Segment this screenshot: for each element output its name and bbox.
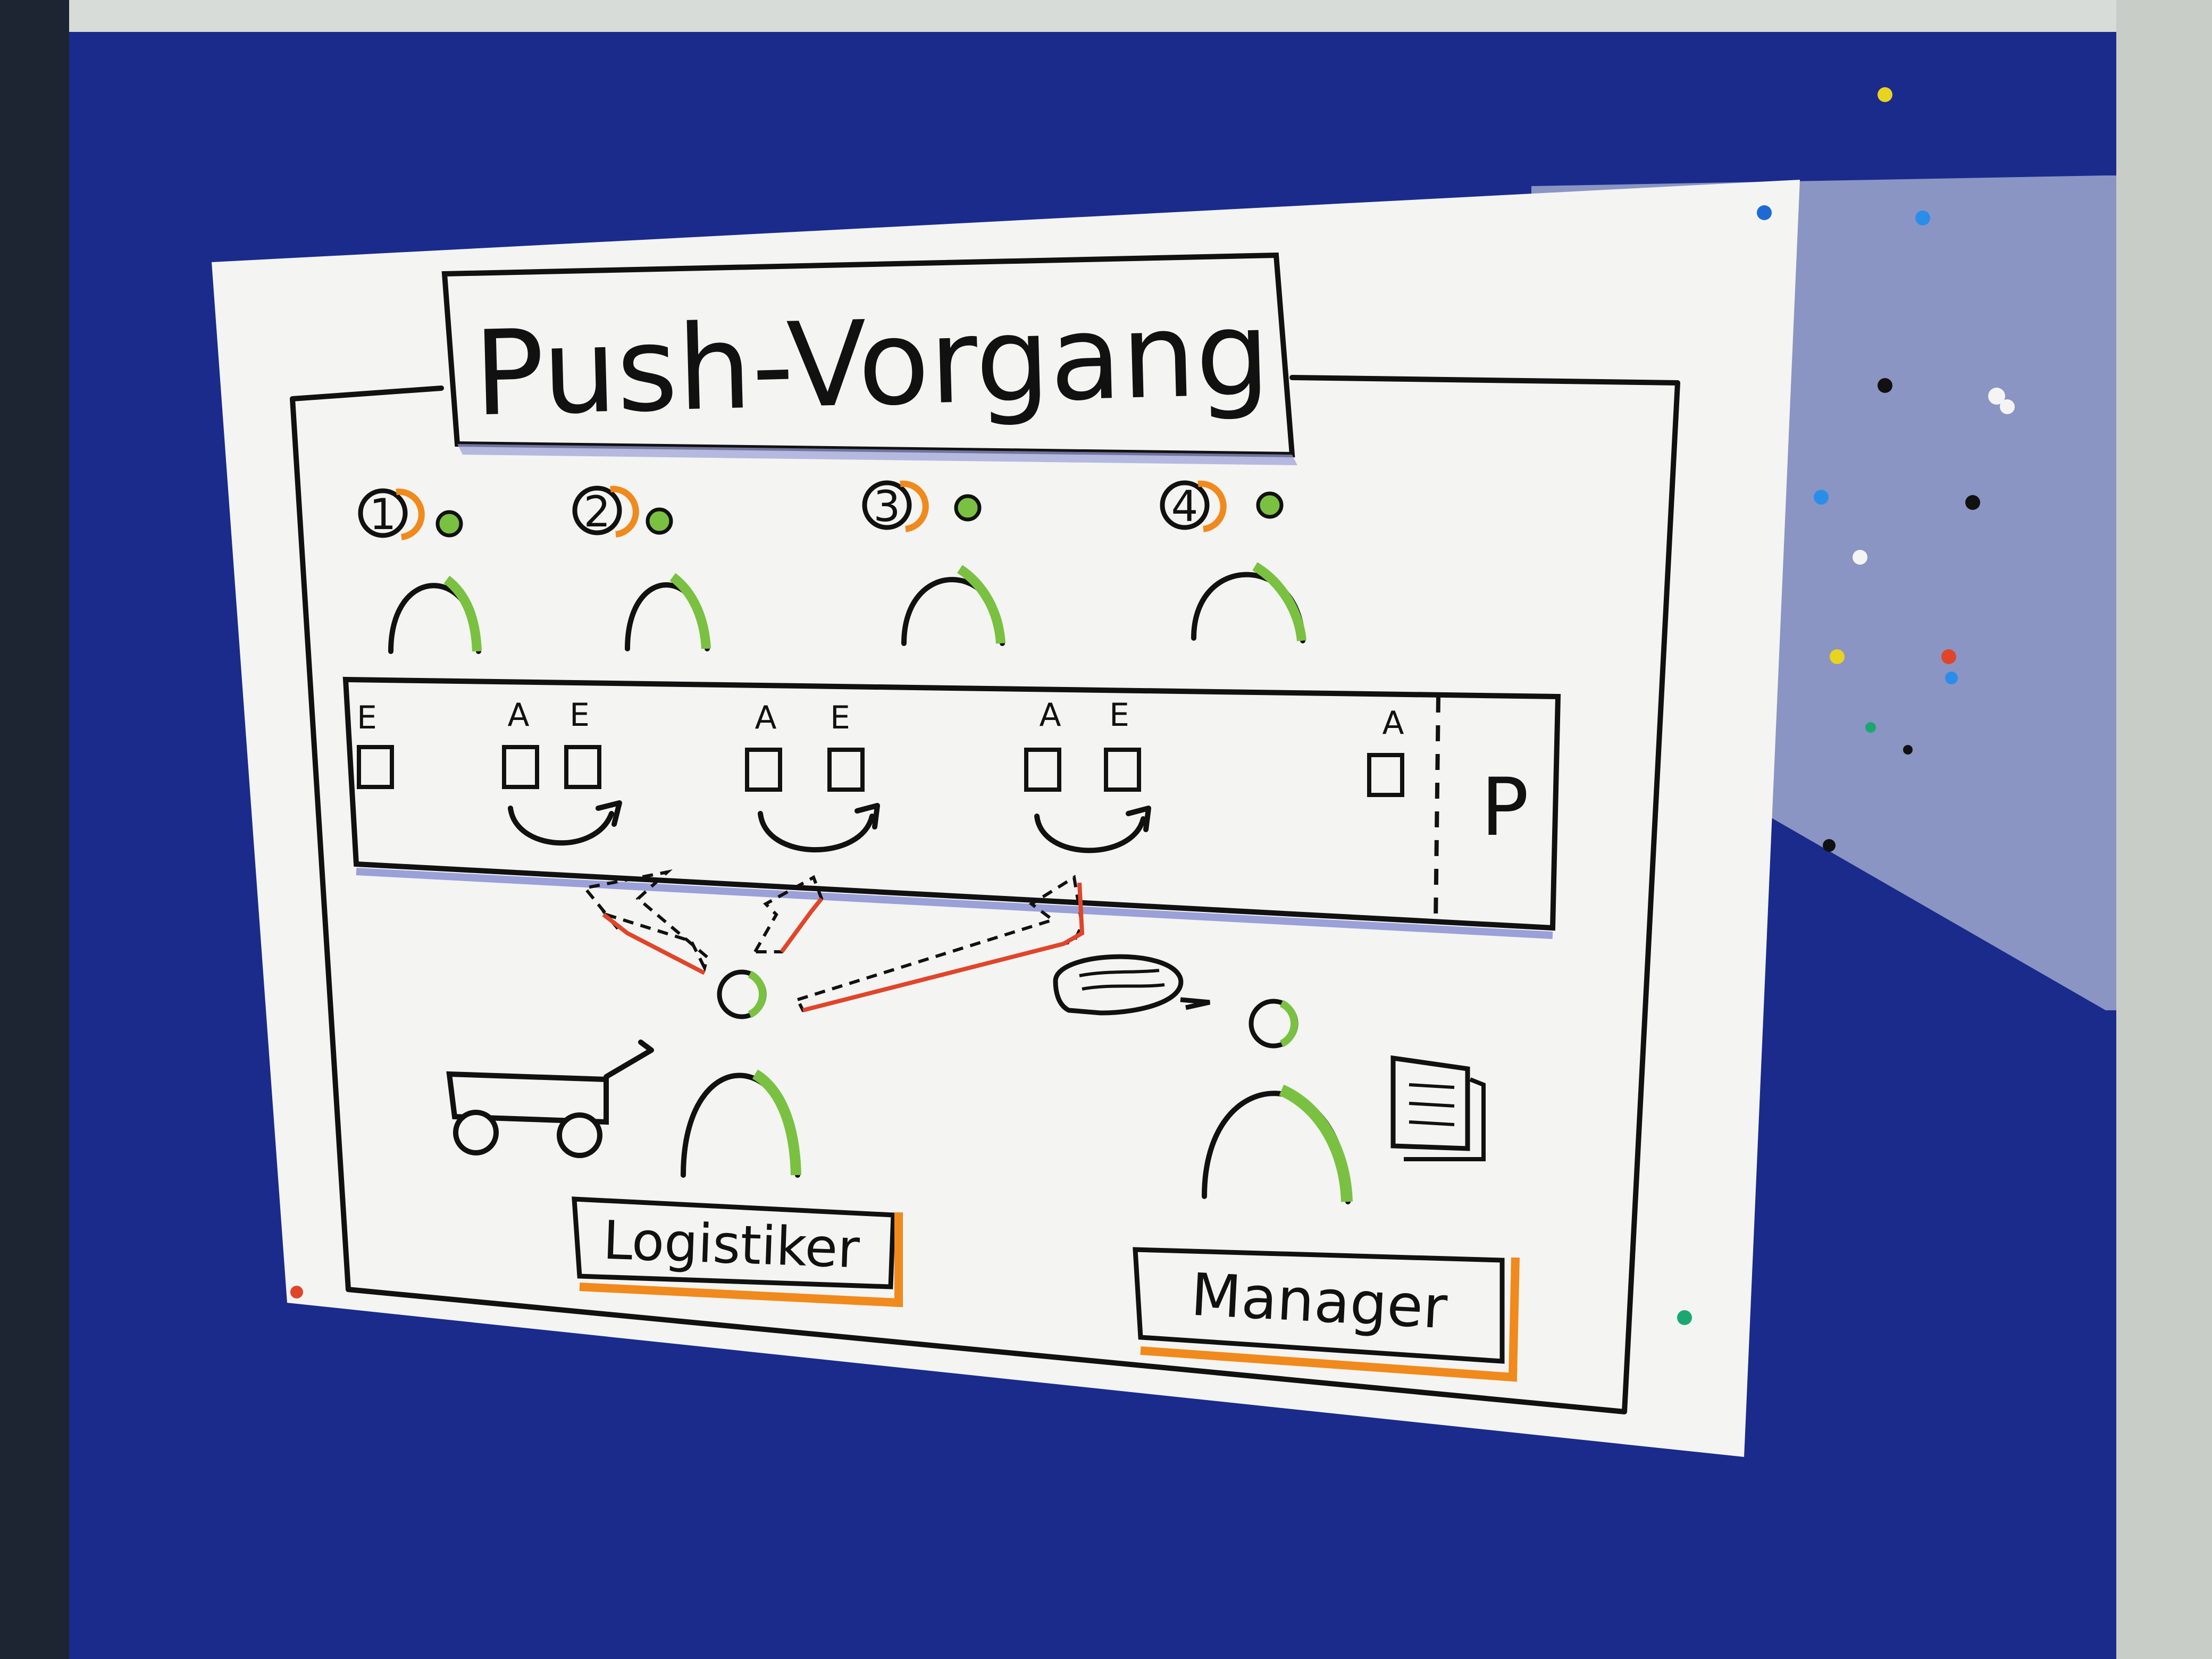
pin-black xyxy=(1903,745,1913,755)
station-number: 4 xyxy=(1171,482,1199,531)
input-label: E xyxy=(569,697,590,734)
pin-red xyxy=(1941,649,1956,664)
head-accent xyxy=(1279,1000,1298,1048)
role-label-logistics: Logistiker xyxy=(602,1209,861,1280)
output-label: A xyxy=(1039,697,1061,734)
pin-yellow xyxy=(1830,649,1845,664)
push-arrow xyxy=(752,875,824,953)
body-accent xyxy=(669,573,711,649)
pin-black xyxy=(1965,495,1980,510)
corner-pin xyxy=(1757,205,1772,220)
role-box xyxy=(1133,1247,1505,1364)
buffer-square xyxy=(1024,748,1061,792)
body-accent xyxy=(752,1069,801,1176)
right-wall xyxy=(2116,0,2212,1659)
station-number-circle xyxy=(1160,480,1210,530)
output-label: A xyxy=(507,697,529,734)
station-4: 4 xyxy=(1160,480,1306,643)
body-accent xyxy=(1252,562,1306,641)
arrow-head xyxy=(854,803,880,830)
pin-blue xyxy=(1945,672,1958,684)
person-head xyxy=(435,510,463,538)
push-arrow xyxy=(582,869,709,973)
body-accent xyxy=(1279,1084,1353,1202)
circle-accent xyxy=(396,488,425,540)
person-head xyxy=(1256,491,1284,519)
outer-frame xyxy=(290,375,1680,1414)
role-label-manager: Manager xyxy=(1189,1260,1449,1342)
circle-accent xyxy=(1197,480,1227,532)
process-band: E A E A E A E A P xyxy=(342,676,1561,939)
buffer-square xyxy=(564,745,601,789)
page-title: Push-Vorgang xyxy=(472,285,1271,442)
cart-icon xyxy=(446,1040,654,1158)
pin-teal xyxy=(1865,722,1876,733)
end-marker: P xyxy=(1481,761,1529,854)
role-box-accent xyxy=(579,1212,903,1308)
pin-white xyxy=(1988,388,2005,405)
station-number-circle xyxy=(572,485,622,535)
transfer-arrow xyxy=(1034,814,1146,853)
station-3: 3 xyxy=(862,480,1006,646)
stations: 1 2 3 4 xyxy=(358,480,1306,654)
arrow-head xyxy=(596,800,622,827)
push-arrow xyxy=(795,875,1084,1012)
pin-white xyxy=(1853,550,1867,565)
buffer-square xyxy=(827,748,865,792)
buffer-square xyxy=(745,748,782,792)
input-label: E xyxy=(830,699,850,736)
body-accent xyxy=(443,575,482,652)
input-label: E xyxy=(1109,697,1129,734)
pin-black xyxy=(1823,839,1836,852)
buffer-square xyxy=(1367,753,1404,797)
buffer-square xyxy=(1104,748,1141,792)
pin-white xyxy=(2000,399,2015,414)
left-edge-shadow xyxy=(0,0,69,1659)
station-number-circle xyxy=(358,488,408,538)
circle-accent xyxy=(610,485,639,538)
pin-yellow xyxy=(1878,87,1892,102)
station-1: 1 xyxy=(358,488,482,654)
person-head xyxy=(954,494,982,522)
person-head xyxy=(646,507,673,535)
station-number-circle xyxy=(862,480,912,530)
arrow-head xyxy=(1126,806,1151,832)
buffer-square xyxy=(357,745,394,789)
station-2: 2 xyxy=(572,485,711,651)
buffer-square xyxy=(502,745,539,789)
station-number: 2 xyxy=(584,487,611,537)
process-boundary xyxy=(1434,696,1440,923)
role-box-accent xyxy=(1140,1257,1520,1382)
role-box xyxy=(572,1196,896,1289)
transfer-arrow xyxy=(508,806,614,846)
corner-pin xyxy=(290,1286,303,1298)
transfer-arrow xyxy=(758,811,875,853)
station-number: 3 xyxy=(874,482,901,531)
circle-accent xyxy=(900,480,929,532)
pin-black xyxy=(1878,378,1892,393)
output-label: A xyxy=(755,699,776,736)
corner-pin xyxy=(1677,1310,1692,1325)
input-label: E xyxy=(357,699,377,736)
logistics-person: Logistiker xyxy=(446,969,903,1308)
documents-icon xyxy=(1390,1055,1486,1161)
head-accent xyxy=(748,970,767,1018)
pin-blue xyxy=(1814,490,1829,505)
station-number: 1 xyxy=(370,490,397,539)
pin-blue xyxy=(1915,211,1930,225)
output-label: A xyxy=(1382,705,1404,742)
title-box: Push-Vorgang xyxy=(441,252,1297,465)
manager-person: Manager xyxy=(1053,954,1520,1382)
body-accent xyxy=(957,565,1006,644)
push-arrows xyxy=(582,869,1085,1012)
